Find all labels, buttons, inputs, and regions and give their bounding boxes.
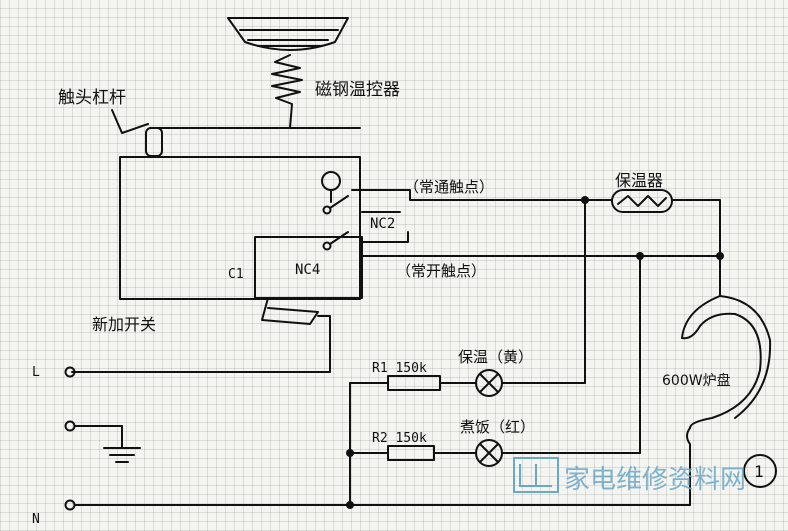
label-terminal-l: L [32,365,40,380]
cooker-housing [119,156,361,300]
watermark-logo [513,457,559,493]
heater-plate [681,255,762,429]
junctions [346,196,724,509]
lever-pivot [145,127,163,157]
nc-contact-wire [351,189,586,201]
label-r2: R2 150k [372,431,427,446]
label-contact-lever: 触头杠杆 [58,88,126,108]
label-nc4: NC4 [295,262,320,278]
terminal-l [64,366,76,378]
thermostat-spring [271,54,303,129]
label-r1: R1 150k [372,361,427,376]
switch-box [254,236,363,299]
label-thermal-keeper: 保温器 [615,171,663,190]
resistor-r1 [387,375,441,391]
label-nc2: NC2 [370,216,395,232]
new-switch [261,297,319,325]
label-terminal-n: N [32,512,40,527]
thermostat-bowl [227,17,349,51]
lever-handle [111,109,149,134]
label-magnetic-thermostat: 磁钢温控器 [315,80,400,100]
label-nc-contact: （常通触点） [404,178,494,196]
label-new-switch: 新加开关 [92,315,156,334]
label-lamp-keep-warm: 保温（黄） [458,348,533,366]
label-lamp-cooking: 煮饭（红） [460,418,535,436]
magnet-circle [321,171,341,191]
label-heater-plate: 600W炉盘 [662,372,731,389]
terminal-ground [64,420,76,432]
label-figure-number: 1 [754,462,764,481]
resistor-r2 [387,445,435,461]
figure-number-circle [743,454,777,488]
watermark-text: 家电维修资料网 [564,465,746,495]
label-c1: C1 [228,267,244,282]
terminal-n [64,499,76,511]
ground-symbol [103,447,141,463]
label-no-contact: （常开触点） [396,262,486,280]
